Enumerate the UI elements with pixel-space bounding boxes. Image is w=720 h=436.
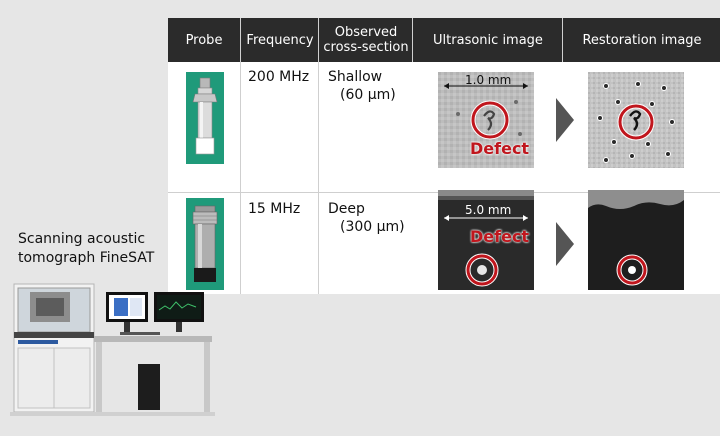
defect-label-deep: Defect bbox=[470, 227, 530, 246]
header-observed-section: Observed cross-section bbox=[318, 18, 413, 62]
arrow-right-icon bbox=[556, 222, 574, 266]
arrow-right-icon bbox=[556, 98, 574, 142]
restoration-image-shallow bbox=[588, 72, 684, 168]
section-deep: Deep (300 µm) bbox=[328, 200, 405, 236]
frequency-200mhz: 200 MHz bbox=[248, 69, 310, 85]
machine-caption: Scanning acoustic tomograph FineSAT bbox=[18, 230, 178, 268]
header-observed-line2: cross-section bbox=[323, 40, 409, 55]
scale-label-5mm: 5.0 mm bbox=[465, 203, 512, 217]
scale-label-1mm: 1.0 mm bbox=[465, 73, 512, 87]
tomograph-machine-image bbox=[10, 276, 215, 430]
comparison-table: Probe Frequency Observed cross-section U… bbox=[168, 18, 720, 294]
column-divider bbox=[240, 62, 241, 294]
probe-image-200mhz bbox=[186, 72, 224, 164]
caption-line2: tomograph FineSAT bbox=[18, 250, 155, 266]
caption-line1: Scanning acoustic bbox=[18, 231, 146, 247]
section-name: Deep bbox=[328, 201, 365, 217]
column-divider bbox=[318, 62, 319, 294]
ultrasonic-image-shallow bbox=[438, 72, 534, 168]
ultrasonic-image-deep bbox=[438, 190, 534, 290]
header-frequency: Frequency bbox=[240, 18, 319, 62]
section-depth: (60 µm) bbox=[340, 87, 396, 103]
header-ultrasonic-image: Ultrasonic image bbox=[412, 18, 563, 62]
header-restoration-image: Restoration image bbox=[562, 18, 720, 62]
frequency-15mhz: 15 MHz bbox=[248, 201, 301, 217]
header-probe: Probe bbox=[168, 18, 240, 62]
section-name: Shallow bbox=[328, 69, 383, 85]
defect-label-shallow: Defect bbox=[470, 139, 530, 158]
section-depth: (300 µm) bbox=[340, 219, 405, 235]
section-shallow: Shallow (60 µm) bbox=[328, 68, 396, 104]
probe-image-15mhz bbox=[186, 198, 224, 290]
restoration-image-deep bbox=[588, 190, 684, 290]
header-observed-line1: Observed bbox=[334, 25, 398, 40]
